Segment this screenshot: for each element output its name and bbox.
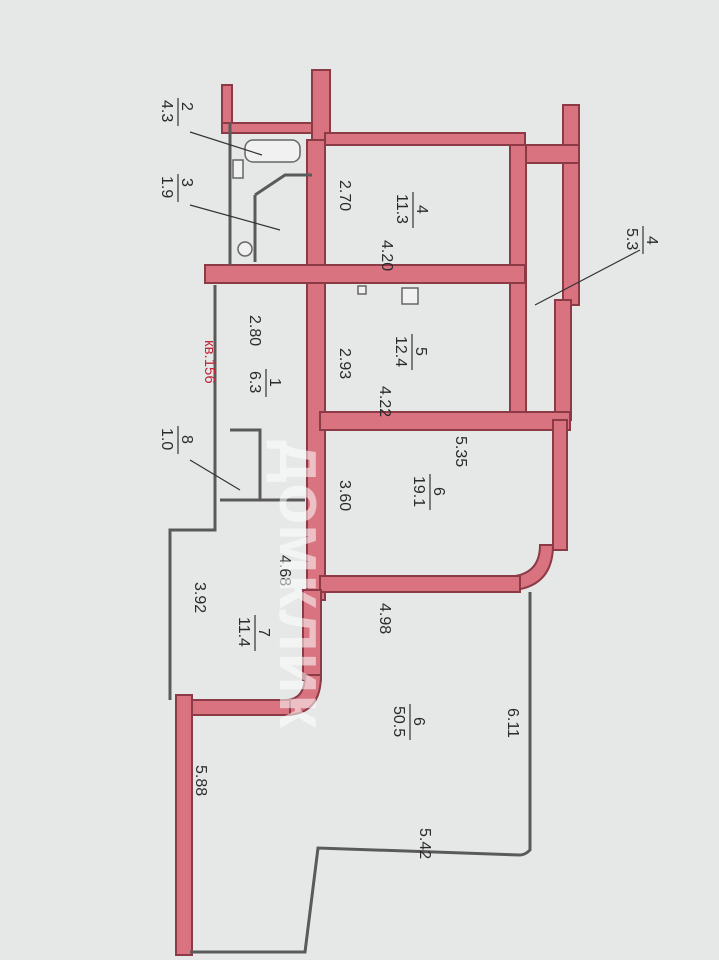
room-label-r8: 8 1.0 xyxy=(158,426,195,454)
dimension-labels: 2.70 4.20 2.80 2.93 4.22 5.35 3.60 3.92 … xyxy=(191,180,521,859)
leader-room-2 xyxy=(189,131,263,156)
wall-upper-top xyxy=(324,132,526,146)
room-number: 4 xyxy=(413,205,430,214)
wall-4-5 xyxy=(204,264,526,284)
dimension-label: 4.68 xyxy=(276,555,293,586)
dimension-label: 2.80 xyxy=(246,315,263,346)
room-label-r6a: 6 19.1 xyxy=(410,474,447,510)
wall-top-stub xyxy=(221,84,233,124)
room-label-r5: 5 12.4 xyxy=(392,334,429,370)
wall-room6-bottom xyxy=(319,575,521,593)
room-number: 1 xyxy=(266,378,283,387)
room-number: 2 xyxy=(178,102,195,111)
dimension-label: 2.70 xyxy=(336,180,353,211)
leaders xyxy=(189,131,641,491)
room-number: 3 xyxy=(178,178,195,187)
room-number: 7 xyxy=(255,628,272,637)
room-label-r4b: 4 5.3 xyxy=(623,226,660,254)
room-number: 6 xyxy=(430,487,447,496)
dimension-label: 4.22 xyxy=(376,386,393,417)
partition-hall-left-lower xyxy=(168,285,217,700)
partition-3-diagonal xyxy=(254,173,312,197)
room-area: 11.4 xyxy=(235,617,252,647)
leader-room-4b xyxy=(534,249,641,306)
dimension-label: 6.11 xyxy=(504,708,521,738)
room-labels: 2 4.3 3 1.9 4 11.3 4 5.3 1 6.3 5 12.4 xyxy=(158,98,660,740)
room-label-r6b: 6 50.5 xyxy=(390,704,427,740)
dimension-label: 5.88 xyxy=(192,765,209,796)
watermark-logo: домклик xyxy=(265,440,341,729)
room-number: 6 xyxy=(410,717,427,726)
room-label-r2: 2 4.3 xyxy=(158,98,195,126)
room-area: 11.3 xyxy=(393,194,410,224)
room-area: 6.3 xyxy=(246,371,263,393)
partition-room8 xyxy=(230,428,262,502)
dimension-label: 5.35 xyxy=(452,436,469,467)
dimension-label: 4.98 xyxy=(376,603,393,634)
room-label-r3: 3 1.9 xyxy=(158,174,195,202)
room-area: 1.9 xyxy=(158,176,175,198)
room-area: 50.5 xyxy=(390,706,407,737)
room-area: 19.1 xyxy=(410,476,427,507)
kitchen-outlet xyxy=(357,285,367,295)
room-number: 8 xyxy=(178,435,195,444)
wall-right-lower xyxy=(554,299,572,421)
wall-left-outer xyxy=(175,694,193,956)
room-area: 5.3 xyxy=(623,228,640,250)
dimension-label: 3.92 xyxy=(191,582,208,613)
walls xyxy=(175,69,580,956)
dimension-label: 4.20 xyxy=(378,240,395,271)
toilet xyxy=(237,241,253,257)
apartment-number-label: кв.156 xyxy=(201,340,218,384)
room-area: 4.3 xyxy=(158,100,175,122)
leader-room-3 xyxy=(189,204,281,231)
dimension-label: 2.93 xyxy=(336,348,353,379)
balcony-outline xyxy=(190,592,532,954)
wall-top-center xyxy=(311,69,331,141)
wall-right-upper xyxy=(562,104,580,306)
bathtub xyxy=(244,139,301,163)
leader-room-8 xyxy=(189,459,241,491)
sink xyxy=(232,159,244,179)
stove xyxy=(401,287,419,305)
room-label-r4a: 4 11.3 xyxy=(393,192,430,228)
wall-bath-top xyxy=(221,122,313,134)
dimension-label: 3.60 xyxy=(336,480,353,511)
partitions xyxy=(168,123,532,954)
room-number: 5 xyxy=(412,347,429,356)
room-area: 1.0 xyxy=(158,428,175,450)
wall-room6-right xyxy=(552,419,568,551)
wall-5-6 xyxy=(319,411,571,431)
room-label-r1: 1 6.3 xyxy=(246,369,283,397)
room-area: 12.4 xyxy=(392,336,409,367)
room-number: 4 xyxy=(643,236,660,245)
room-label-r7: 7 11.4 xyxy=(235,615,272,651)
dimension-label: 5.42 xyxy=(416,828,433,859)
fixtures xyxy=(232,139,419,305)
